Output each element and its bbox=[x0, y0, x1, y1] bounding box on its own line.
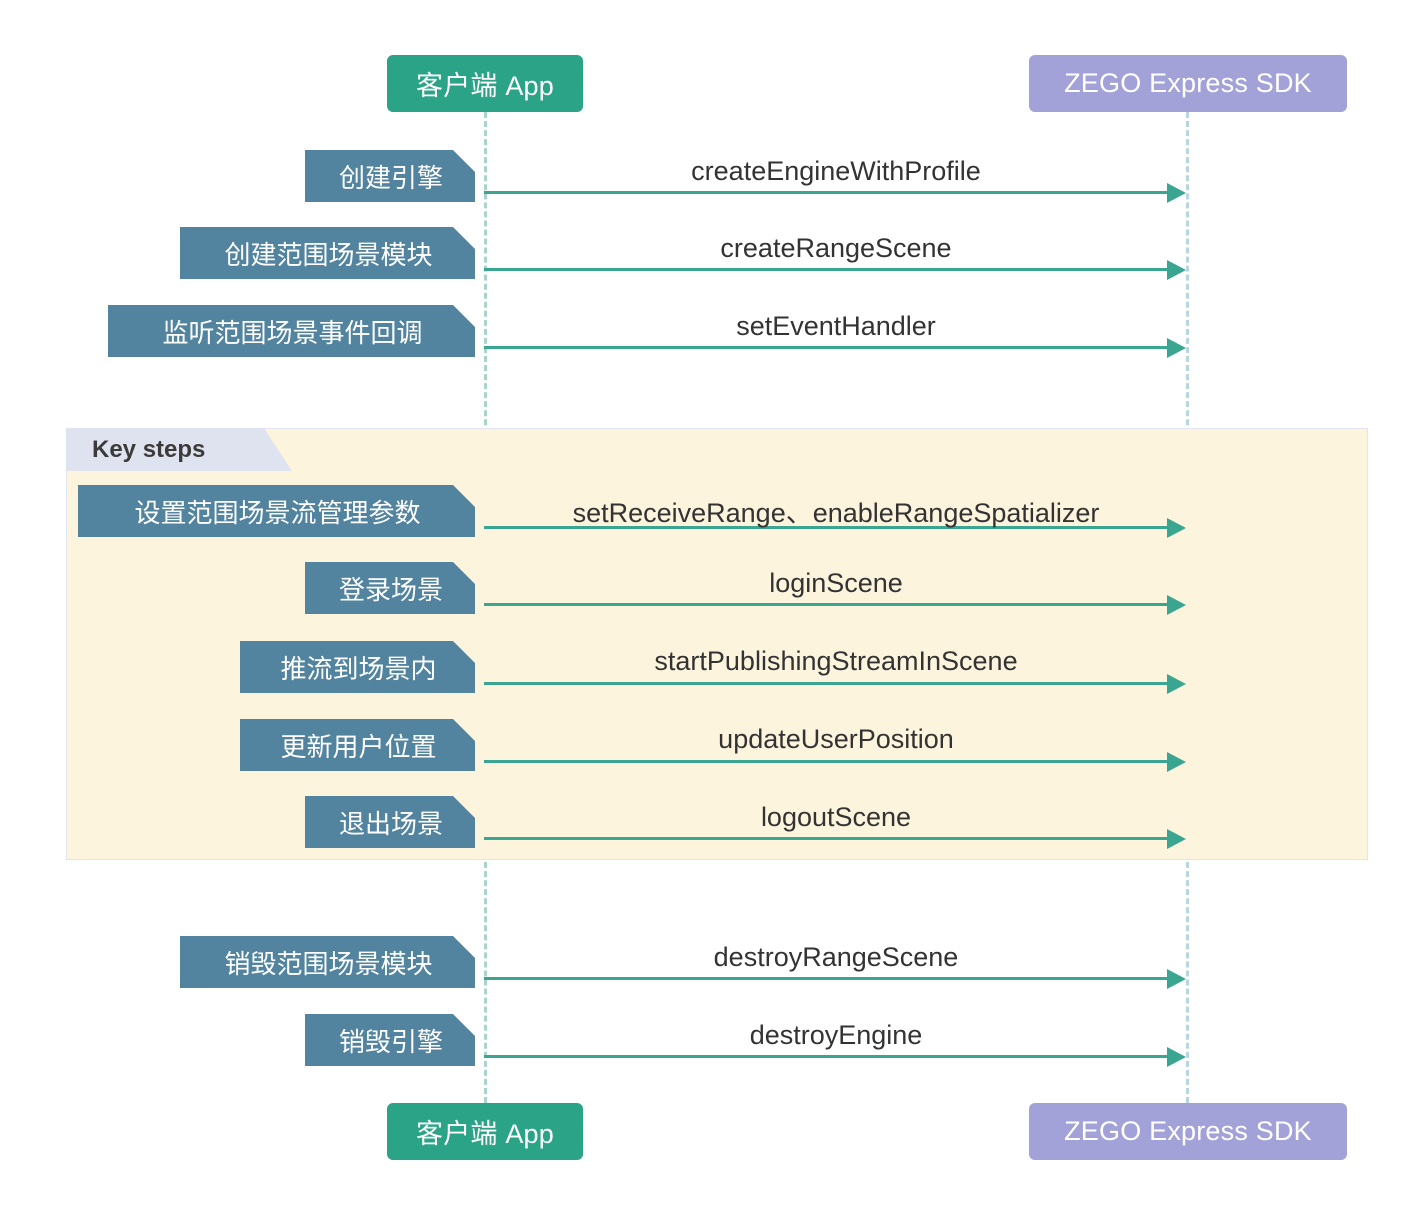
participant-sdk-top-label: ZEGO Express SDK bbox=[1064, 68, 1312, 98]
tag-label-create-range-scene-text: 创建范围场景模块 bbox=[224, 239, 433, 270]
participant-client-bottom-label: 客户端 App bbox=[416, 1119, 554, 1149]
message-arrow-line-3 bbox=[484, 346, 1169, 349]
message-label-9: destroyRangeScene bbox=[713, 942, 959, 972]
tag-label-create-engine-text: 创建引擎 bbox=[338, 162, 443, 193]
tag-label-destroy-range-scene-text: 销毁范围场景模块 bbox=[224, 948, 433, 979]
tag-label-start-publishing-text: 推流到场景内 bbox=[280, 653, 437, 684]
message-label-4: setReceiveRange、enableRangeSpatializer bbox=[572, 498, 1100, 528]
fragment-key-steps-title: Key steps bbox=[92, 435, 206, 463]
message-arrow-line-4 bbox=[484, 526, 1169, 529]
tag-label-create-engine: 创建引擎 bbox=[305, 150, 475, 202]
message-arrow-line-1 bbox=[484, 191, 1169, 194]
message-arrow-head-7 bbox=[1167, 752, 1186, 772]
fragment-key-steps-header: Key steps bbox=[66, 428, 292, 471]
participant-client-top-label: 客户端 App bbox=[416, 71, 554, 101]
message-arrow-head-4 bbox=[1167, 518, 1186, 538]
message-arrow-line-9 bbox=[484, 977, 1169, 980]
message-arrow-line-6 bbox=[484, 682, 1169, 685]
message-label-5: loginScene bbox=[769, 568, 903, 598]
participant-client-bottom[interactable]: 客户端 App bbox=[387, 1103, 583, 1160]
message-arrow-head-2 bbox=[1167, 260, 1186, 280]
tag-label-start-publishing: 推流到场景内 bbox=[240, 641, 475, 693]
message-arrow-line-2 bbox=[484, 268, 1169, 271]
message-arrow-head-6 bbox=[1167, 674, 1186, 694]
message-arrow-line-5 bbox=[484, 603, 1169, 606]
message-label-2: createRangeScene bbox=[720, 233, 952, 263]
participant-client-top[interactable]: 客户端 App bbox=[387, 55, 583, 112]
tag-label-set-event-handler-text: 监听范围场景事件回调 bbox=[162, 317, 423, 348]
message-arrow-line-8 bbox=[484, 837, 1169, 840]
message-arrow-head-10 bbox=[1167, 1047, 1186, 1067]
tag-label-destroy-engine-text: 销毁引擎 bbox=[338, 1026, 443, 1057]
tag-label-update-user-position-text: 更新用户位置 bbox=[280, 731, 437, 762]
tag-label-set-receive-range: 设置范围场景流管理参数 bbox=[78, 485, 475, 537]
message-label-1: createEngineWithProfile bbox=[691, 156, 981, 186]
tag-label-set-event-handler: 监听范围场景事件回调 bbox=[108, 305, 475, 357]
message-arrow-head-1 bbox=[1167, 183, 1186, 203]
participant-sdk-bottom-label: ZEGO Express SDK bbox=[1064, 1116, 1312, 1146]
message-arrow-head-9 bbox=[1167, 969, 1186, 989]
tag-label-logout-scene: 退出场景 bbox=[305, 796, 475, 848]
participant-sdk-top[interactable]: ZEGO Express SDK bbox=[1029, 55, 1347, 112]
tag-label-destroy-engine: 销毁引擎 bbox=[305, 1014, 475, 1066]
message-arrow-head-8 bbox=[1167, 829, 1186, 849]
message-arrow-head-5 bbox=[1167, 595, 1186, 615]
message-arrow-line-10 bbox=[484, 1055, 1169, 1058]
tag-label-logout-scene-text: 退出场景 bbox=[338, 808, 443, 839]
message-label-6: startPublishingStreamInScene bbox=[654, 646, 1018, 676]
tag-label-destroy-range-scene: 销毁范围场景模块 bbox=[180, 936, 475, 988]
tag-label-update-user-position: 更新用户位置 bbox=[240, 719, 475, 771]
message-label-8: logoutScene bbox=[760, 802, 912, 832]
message-label-7: updateUserPosition bbox=[718, 724, 954, 754]
tag-label-login-scene: 登录场景 bbox=[305, 562, 475, 614]
tag-label-set-receive-range-text: 设置范围场景流管理参数 bbox=[134, 497, 421, 528]
tag-label-create-range-scene: 创建范围场景模块 bbox=[180, 227, 475, 279]
message-arrow-head-3 bbox=[1167, 338, 1186, 358]
message-arrow-line-7 bbox=[484, 760, 1169, 763]
message-label-3: setEventHandler bbox=[736, 311, 936, 341]
tag-label-login-scene-text: 登录场景 bbox=[338, 574, 443, 605]
message-label-10: destroyEngine bbox=[749, 1020, 923, 1050]
participant-sdk-bottom[interactable]: ZEGO Express SDK bbox=[1029, 1103, 1347, 1160]
